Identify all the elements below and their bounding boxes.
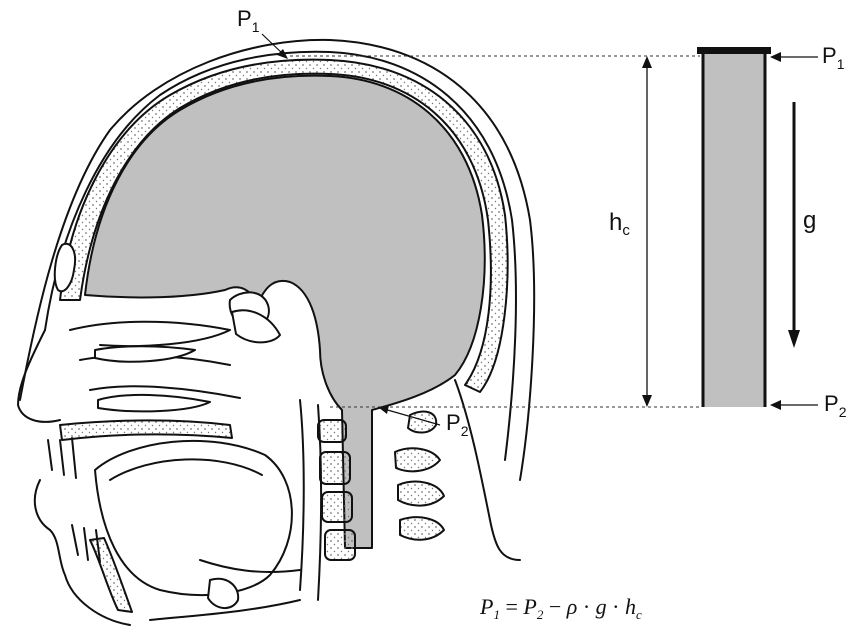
spinous-process-1	[408, 412, 436, 433]
vertebra-c3-front	[322, 492, 352, 522]
p2-column-label: P2	[824, 391, 847, 420]
spinous-process-3	[398, 482, 444, 506]
nasal-cavity-lower	[98, 395, 210, 411]
vertebra-c1-front	[318, 420, 346, 442]
p2-column-arrow	[770, 400, 818, 410]
fluid-column	[697, 47, 771, 407]
p1-column-label: P1	[822, 43, 845, 72]
p1-head-label: P1	[237, 6, 260, 35]
column-fluid	[703, 52, 765, 407]
nasal-cavity-inner	[95, 346, 195, 361]
p1-column-arrow	[770, 52, 818, 62]
vertebra-c2-front	[320, 452, 350, 484]
gravity-label: g	[803, 207, 816, 234]
vertebra-c4-front	[325, 530, 355, 560]
hard-palate	[60, 420, 232, 440]
height-label: hc	[609, 209, 630, 239]
head-illustration	[18, 40, 534, 625]
column-cap	[697, 47, 771, 54]
nose-outline	[18, 330, 60, 422]
sphenoid-shape	[232, 310, 280, 342]
upper-teeth	[48, 438, 76, 478]
gravity-arrow	[788, 102, 800, 348]
height-dimension	[642, 56, 652, 407]
spinous-process-4	[400, 517, 444, 540]
pharynx-wall	[300, 400, 304, 590]
pressure-equation: P1 = P2 − ρ · g · hc	[479, 594, 642, 622]
spinous-process-2	[395, 448, 440, 471]
